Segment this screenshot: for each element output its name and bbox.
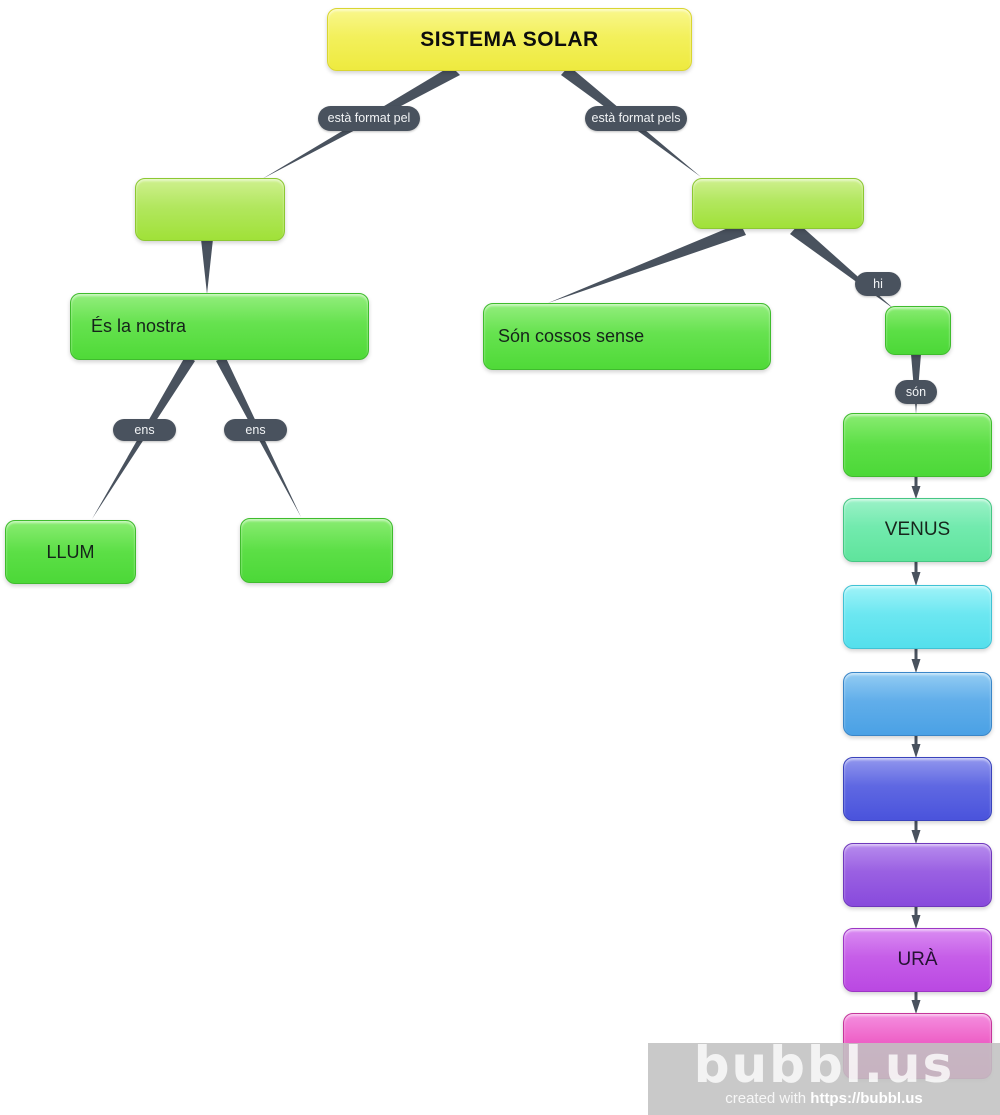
edge-label-ens-right[interactable]: ens	[224, 419, 287, 441]
bubbl-logo: bubbl.us	[693, 1036, 955, 1094]
connector-chain-4	[911, 734, 921, 758]
node-planet-4[interactable]	[843, 672, 992, 736]
node-left-group[interactable]	[135, 178, 285, 241]
connector-chain-6	[911, 905, 921, 929]
node-llum[interactable]: LLUM	[5, 520, 136, 584]
edge-label-text: hi	[873, 276, 883, 291]
node-planet-5[interactable]	[843, 757, 992, 821]
watermark-link[interactable]: https://bubbl.us	[810, 1090, 923, 1107]
node-left-blank[interactable]	[240, 518, 393, 583]
node-sistema-solar[interactable]: SISTEMA SOLAR	[327, 8, 692, 71]
edge-label-hi[interactable]: hi	[855, 272, 901, 296]
node-label: VENUS	[884, 519, 951, 540]
node-son-cossos-sense[interactable]: Són cossos sense	[483, 303, 771, 370]
edge-label-text: està format pels	[591, 111, 681, 126]
edge-label-esta-format-pel[interactable]: està format pel	[318, 106, 420, 131]
connector-chain-7	[911, 990, 921, 1014]
connector-chain-1	[911, 475, 921, 499]
node-label: És la nostra	[91, 316, 187, 336]
node-planet-3[interactable]	[843, 585, 992, 649]
node-label: Són cossos sense	[498, 326, 645, 346]
node-planet-6[interactable]	[843, 843, 992, 907]
connector-hi	[790, 224, 894, 309]
edge-label-text: està format pel	[327, 111, 411, 126]
node-es-la-nostra[interactable]: És la nostra	[70, 293, 369, 360]
connector-chain-5	[911, 819, 921, 844]
edge-label-text: són	[905, 384, 927, 399]
edge-label-text: ens	[245, 422, 266, 437]
node-planet-1[interactable]	[843, 413, 992, 477]
connector-leftgroup-down	[201, 239, 213, 294]
node-planet-ura[interactable]: URÀ	[843, 928, 992, 992]
connector-chain-2	[911, 560, 921, 586]
connector-chain-3	[911, 647, 921, 673]
node-right-group[interactable]	[692, 178, 864, 229]
edge-label-ens-left[interactable]: ens	[113, 419, 176, 441]
watermark-caption-prefix: created with	[725, 1090, 811, 1107]
root-label: SISTEMA SOLAR	[420, 27, 599, 51]
edge-label-text: ens	[134, 422, 155, 437]
node-label: URÀ	[897, 949, 938, 970]
bubbl-watermark: bubbl.us created with https://bubbl.us	[648, 1036, 1000, 1115]
node-label: LLUM	[46, 541, 95, 562]
node-hi-blank[interactable]	[885, 306, 951, 355]
connector-soncossos	[548, 223, 746, 303]
edge-label-son[interactable]: són	[895, 380, 937, 404]
watermark-caption: created with https://bubbl.us	[725, 1090, 923, 1107]
edge-label-esta-format-pels[interactable]: està format pels	[585, 106, 687, 131]
node-planet-venus[interactable]: VENUS	[843, 498, 992, 562]
